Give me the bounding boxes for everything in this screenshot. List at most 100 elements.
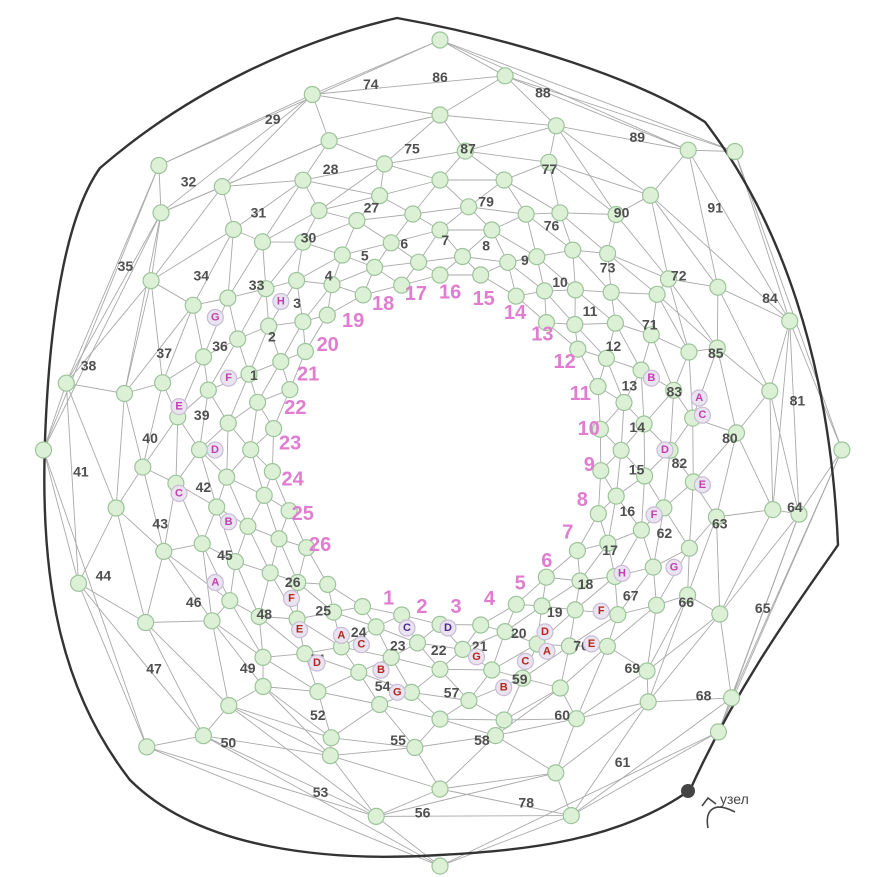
marker-node-h: [613, 564, 631, 583]
inner-face-number: 5: [361, 247, 369, 263]
ring-edge: [495, 718, 577, 737]
mesh-node: [547, 764, 565, 782]
face-number-label: 66: [679, 594, 695, 610]
cross-edge: [330, 755, 377, 817]
marker-node-a: [332, 626, 350, 645]
face-number-label: 40: [142, 430, 158, 446]
mesh-node: [602, 283, 620, 301]
mesh-node: [194, 348, 213, 366]
mesh-node: [154, 374, 172, 392]
ring-edge: [376, 815, 572, 817]
mesh-node: [155, 542, 173, 561]
ring-edge: [207, 338, 239, 391]
mesh-node: [517, 205, 535, 223]
ring-edge: [571, 697, 732, 816]
ring-edge: [640, 370, 645, 425]
cross-edge: [43, 212, 162, 451]
ring-edge: [227, 241, 263, 299]
pink-ring-number: 8: [577, 489, 588, 511]
ring-edge: [150, 186, 223, 281]
face-number-label: 72: [671, 268, 687, 284]
mesh-node: [535, 282, 554, 300]
mesh-node: [431, 857, 449, 875]
face-number-label: 57: [444, 685, 460, 701]
mesh-node: [406, 738, 424, 757]
face-number-label: 58: [474, 732, 490, 748]
pink-ring-number: 18: [372, 293, 394, 315]
cross-edge: [504, 75, 736, 152]
marker-letter: G: [211, 312, 220, 324]
cross-edge: [736, 432, 774, 510]
mesh-node: [566, 315, 584, 334]
mesh-node: [69, 574, 88, 592]
marker-letter: H: [618, 567, 626, 579]
cross-edge: [150, 280, 164, 383]
mesh-node: [272, 353, 290, 371]
face-number-label: 78: [518, 794, 534, 810]
mesh-node: [665, 381, 683, 399]
pink-ring-number: 3: [451, 596, 462, 618]
mesh-node: [134, 458, 152, 476]
mesh-node: [571, 572, 589, 590]
ring-edge: [211, 620, 264, 687]
mesh-node: [150, 156, 168, 175]
cross-edge: [439, 39, 689, 151]
cross-edge: [769, 320, 791, 392]
face-number-label: 81: [790, 393, 806, 409]
mesh-node: [454, 640, 472, 659]
ring-edge: [491, 643, 538, 671]
ring-edge: [331, 737, 415, 748]
ring-edge: [237, 288, 267, 340]
marker-node-g: [665, 558, 683, 577]
cross-edge: [576, 701, 649, 720]
cross-edge: [716, 287, 719, 349]
mesh-node: [483, 221, 501, 239]
pink-ring-number: 12: [553, 351, 575, 373]
inner-face-number: 23: [390, 637, 406, 653]
mesh-node: [514, 669, 532, 687]
ring-edge: [607, 604, 657, 647]
mesh-node: [152, 204, 170, 222]
mesh-node: [647, 596, 666, 614]
ring-edge: [234, 561, 260, 617]
pink-ring-number: 13: [531, 324, 553, 346]
face-number-label: 39: [194, 407, 210, 423]
inner-face-number: 2: [268, 329, 276, 345]
mesh-node: [142, 272, 160, 290]
face-labels: 8687798877768990739172718485838180826463…: [73, 69, 805, 821]
marker-letter: G: [472, 651, 481, 663]
cross-edge: [504, 718, 577, 721]
inner-face-number: 8: [482, 238, 490, 254]
ring-edge: [716, 348, 737, 433]
mesh-node: [371, 695, 389, 714]
mesh-node: [325, 603, 343, 621]
ring-edge: [465, 150, 549, 163]
ring-edge: [687, 516, 717, 596]
mesh-node: [709, 723, 728, 741]
mesh-node: [239, 517, 257, 535]
ring-edge: [769, 390, 774, 510]
marker-letter: G: [393, 686, 402, 698]
mesh-node: [194, 727, 212, 745]
ring-edge: [312, 75, 506, 95]
mesh-node: [367, 807, 385, 826]
face-number-label: 46: [186, 594, 202, 610]
pink-ring-number: 1: [383, 588, 394, 610]
inner-face-number: 3: [293, 295, 301, 311]
mesh-node: [615, 393, 633, 412]
cross-edge: [769, 390, 800, 515]
ring-edge: [439, 39, 736, 152]
ring-edge: [248, 325, 270, 375]
inner-face-number: 11: [583, 303, 598, 319]
face-number-label: 85: [708, 345, 724, 361]
mesh-node: [537, 568, 555, 586]
marker-letter: A: [543, 645, 551, 657]
inner-face-number: 10: [552, 274, 568, 290]
ring-edge: [229, 600, 264, 658]
mesh-node: [404, 205, 422, 223]
face-number-label: 74: [363, 76, 379, 92]
mesh-node: [348, 211, 366, 230]
ring-edge: [668, 278, 718, 349]
ring-edge: [124, 280, 152, 394]
ring-edge: [468, 206, 527, 215]
